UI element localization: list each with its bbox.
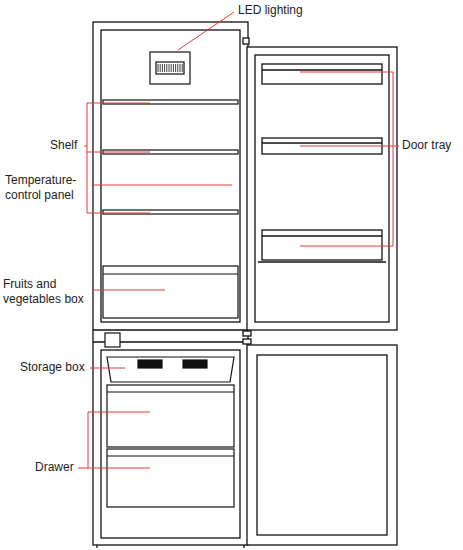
part-label: Storage box bbox=[20, 360, 85, 375]
control-panel bbox=[105, 333, 120, 347]
part-label: Door tray bbox=[402, 138, 451, 153]
part-label: Temperature- control panel bbox=[5, 173, 89, 203]
lower-door bbox=[247, 345, 397, 545]
fridge-body bbox=[93, 22, 251, 548]
leader-lines bbox=[78, 12, 399, 468]
upper-door bbox=[247, 47, 397, 330]
led-light bbox=[150, 52, 190, 84]
drawers bbox=[107, 385, 234, 507]
part-label: Fruits and vegetables box bbox=[3, 277, 91, 307]
shelves bbox=[103, 100, 238, 214]
storage-box bbox=[107, 357, 234, 382]
part-label: LED lighting bbox=[238, 3, 303, 18]
part-label: Drawer bbox=[35, 460, 74, 475]
crisper-box bbox=[103, 266, 238, 318]
part-label: Shelf bbox=[50, 138, 77, 153]
